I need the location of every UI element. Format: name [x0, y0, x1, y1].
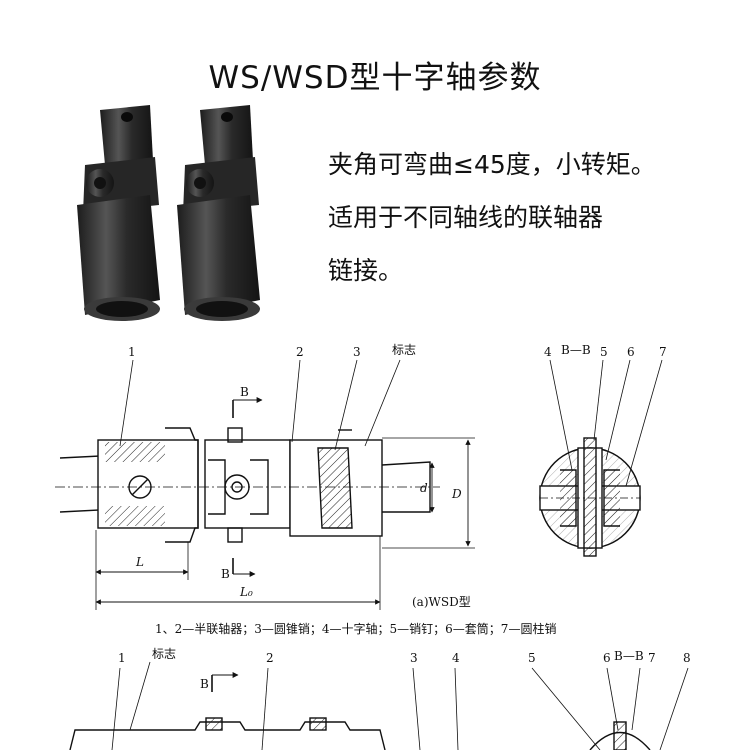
section-b-b-view: [539, 359, 663, 557]
callouts-b: 1 标志 2 3 4 5 6 B—B 7 8 B: [118, 647, 691, 691]
callout-b-mark: 标志: [152, 647, 176, 661]
page-title: WS/WSD型十字轴参数: [208, 60, 542, 96]
dim-L: L: [135, 555, 144, 569]
callout-3: 3: [353, 345, 361, 359]
dim-d: d: [420, 481, 428, 495]
section-mark-b-top: B: [240, 385, 249, 399]
section-mark-b-2: B: [200, 677, 209, 691]
diagram-ws-side-view-partial: [69, 661, 689, 750]
callout-b-2: 2: [266, 651, 274, 665]
diagram-wsd-side-view: [55, 359, 475, 610]
description-line-3: 链接。: [328, 256, 404, 285]
callouts-section-a: 4 B—B 5 6 7: [544, 343, 667, 359]
section-mark-b-bottom: B: [221, 567, 230, 581]
caption-wsd: (a)WSD型: [412, 595, 471, 609]
callout-4: 4: [544, 345, 552, 359]
callout-7: 7: [659, 345, 667, 359]
section-title-b-b-2: B—B: [614, 649, 644, 663]
callout-b-6: 6: [603, 651, 611, 665]
callout-b-3: 3: [410, 651, 418, 665]
universal-joint-left: [77, 105, 160, 321]
universal-joint-right: [177, 105, 260, 321]
callout-b-8: 8: [683, 651, 691, 665]
callout-b-5: 5: [528, 651, 536, 665]
callout-6: 6: [627, 345, 635, 359]
description-line-2: 适用于不同轴线的联轴器: [328, 203, 604, 232]
callouts-a: 1 2 3 标志 B B L L₀ d D: [128, 343, 462, 599]
description-line-1: 夹角可弯曲≤45度，小转矩。: [328, 150, 656, 179]
section-title-b-b: B—B: [561, 343, 591, 357]
callout-b-1: 1: [118, 651, 126, 665]
callout-2: 2: [296, 345, 304, 359]
dim-D: D: [451, 487, 462, 501]
callout-5: 5: [600, 345, 608, 359]
product-photo: [77, 105, 260, 321]
technical-drawing: 1 2 3 标志 B B L L₀ d D 4 B—B 5 6 7 (a)WSD…: [55, 343, 691, 750]
callout-b-7: 7: [648, 651, 656, 665]
callout-mark: 标志: [392, 343, 416, 357]
parts-legend: 1、2—半联轴器；3—圆锥销；4—十字轴；5—销钉；6—套筒；7—圆柱销: [155, 621, 556, 636]
callout-1: 1: [128, 345, 136, 359]
callout-b-4: 4: [452, 651, 460, 665]
dim-L0: L₀: [239, 585, 253, 599]
